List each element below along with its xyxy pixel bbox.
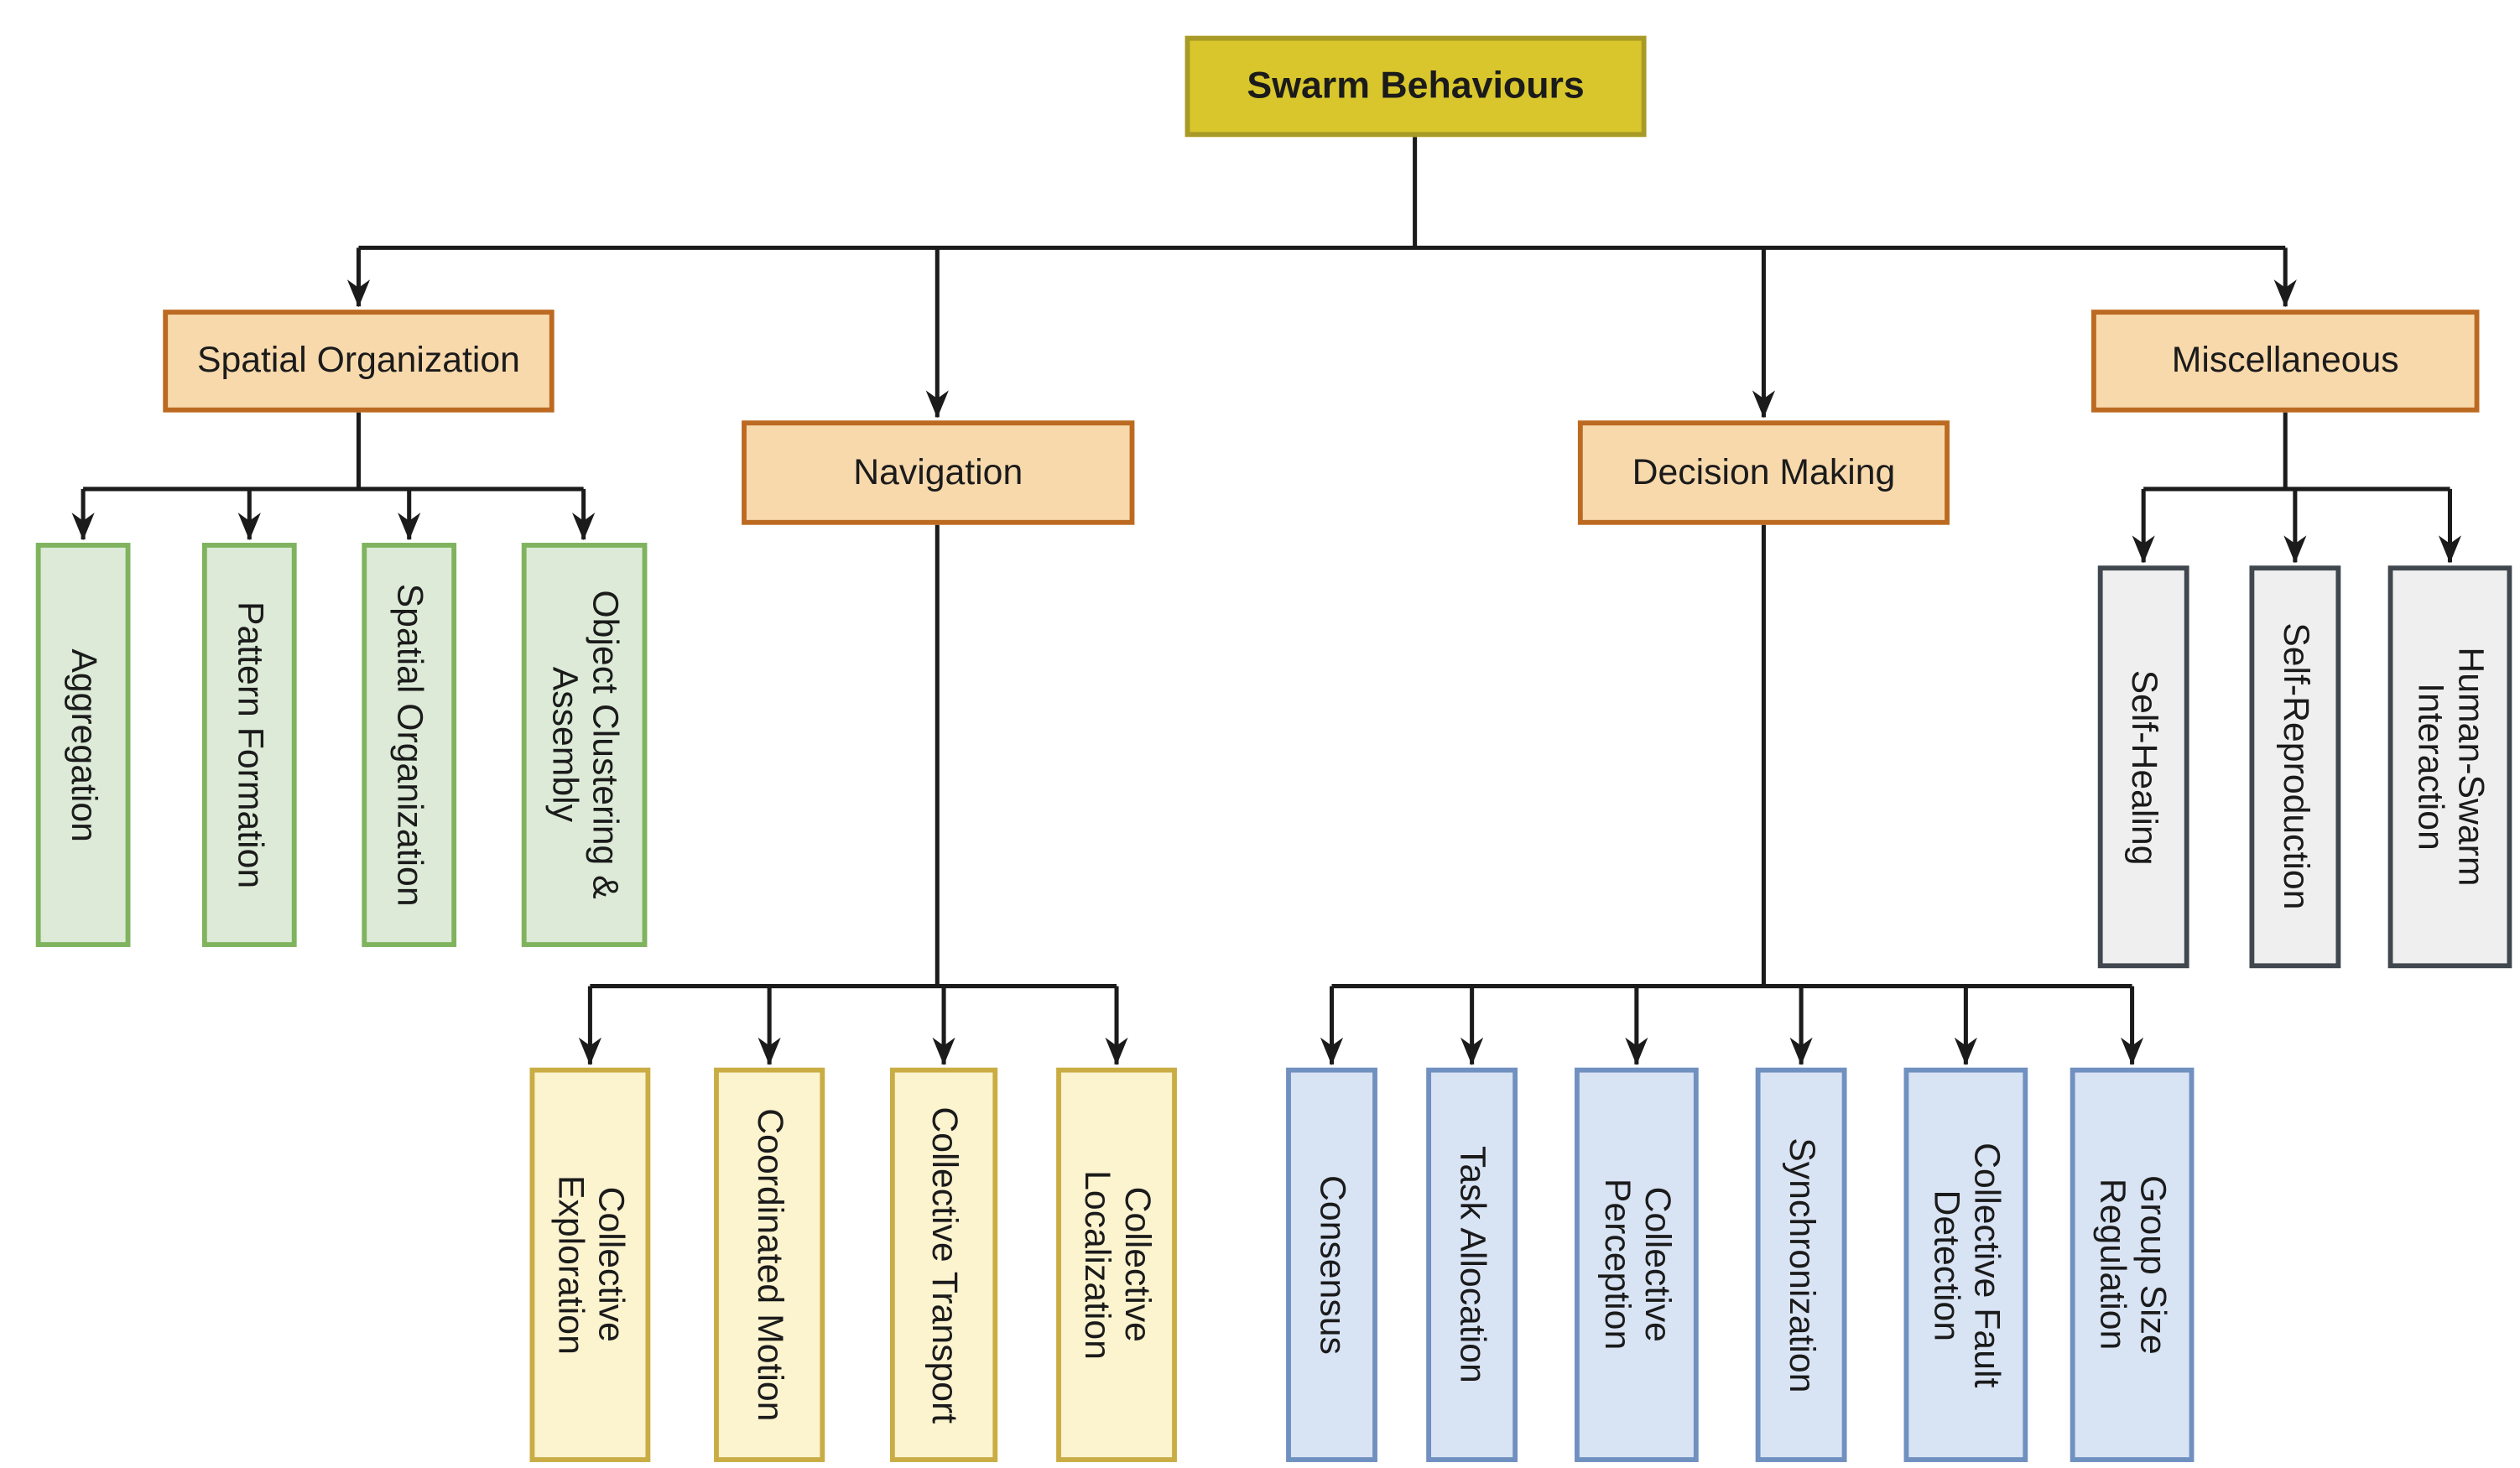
node-aggregation: Aggregation bbox=[35, 543, 131, 947]
node-decision-making: Decision Making bbox=[1577, 420, 1950, 525]
node-task-allocation-label: Task Allocation bbox=[1452, 1146, 1494, 1384]
node-collective-transport-label: Collective Transport bbox=[924, 1106, 966, 1424]
node-self-healing-label: Self-Healing bbox=[2124, 669, 2166, 865]
node-task-allocation: Task Allocation bbox=[1426, 1067, 1518, 1462]
node-consensus: Consensus bbox=[1286, 1067, 1377, 1462]
node-group-size-regulation-label: Group Size Regulation bbox=[2092, 1174, 2174, 1355]
node-decision-making-label: Decision Making bbox=[1632, 450, 1896, 492]
node-spatial-organization-label: Spatial Organization bbox=[196, 339, 520, 381]
node-collective-fault-detection-label: Collective Fault Detection bbox=[1926, 1142, 2008, 1387]
node-swarm-behaviours: Swarm Behaviours bbox=[1185, 35, 1647, 138]
node-miscellaneous-label: Miscellaneous bbox=[2171, 339, 2399, 381]
node-human-swarm-interaction-label: Human-Swarm Interaction bbox=[2410, 647, 2492, 887]
node-pattern-formation-label: Pattern Formation bbox=[230, 601, 272, 889]
node-spatial-organization: Spatial Organization bbox=[163, 310, 555, 413]
node-object-clustering-assembly-label: Object Clustering & Assembly bbox=[544, 590, 627, 900]
node-swarm-behaviours-label: Swarm Behaviours bbox=[1247, 64, 1585, 107]
node-human-swarm-interaction: Human-Swarm Interaction bbox=[2387, 565, 2512, 969]
node-synchronization-label: Synchronization bbox=[1782, 1137, 1823, 1393]
node-spatial-organization-child-label: Spatial Organization bbox=[390, 583, 431, 907]
node-collective-exploration-label: Collective Exploration bbox=[550, 1174, 633, 1355]
node-spatial-organization-child: Spatial Organization bbox=[362, 543, 457, 947]
node-consensus-label: Consensus bbox=[1312, 1174, 1354, 1355]
node-collective-fault-detection: Collective Fault Detection bbox=[1903, 1067, 2028, 1462]
node-navigation-label: Navigation bbox=[853, 450, 1023, 492]
node-miscellaneous: Miscellaneous bbox=[2090, 310, 2480, 413]
node-object-clustering-assembly: Object Clustering & Assembly bbox=[521, 543, 648, 947]
node-collective-perception-label: Collective Perception bbox=[1597, 1179, 1679, 1351]
node-coordinated-motion: Coordinated Motion bbox=[714, 1067, 825, 1462]
node-aggregation-label: Aggregation bbox=[64, 648, 105, 842]
node-collective-transport: Collective Transport bbox=[889, 1067, 998, 1462]
node-collective-localization-label: Collective Localization bbox=[1077, 1169, 1158, 1360]
node-collective-perception: Collective Perception bbox=[1575, 1067, 1699, 1462]
node-navigation: Navigation bbox=[742, 420, 1135, 525]
node-group-size-regulation: Group Size Regulation bbox=[2070, 1067, 2195, 1462]
node-self-healing: Self-Healing bbox=[2097, 565, 2189, 969]
node-self-reproduction: Self-Reproduction bbox=[2249, 565, 2341, 969]
node-pattern-formation: Pattern Formation bbox=[201, 543, 297, 947]
node-collective-localization: Collective Localization bbox=[1056, 1067, 1177, 1462]
node-coordinated-motion-label: Coordinated Motion bbox=[750, 1108, 792, 1422]
node-self-reproduction-label: Self-Reproduction bbox=[2276, 623, 2317, 911]
node-collective-exploration: Collective Exploration bbox=[529, 1067, 651, 1462]
node-synchronization: Synchronization bbox=[1755, 1067, 1847, 1462]
